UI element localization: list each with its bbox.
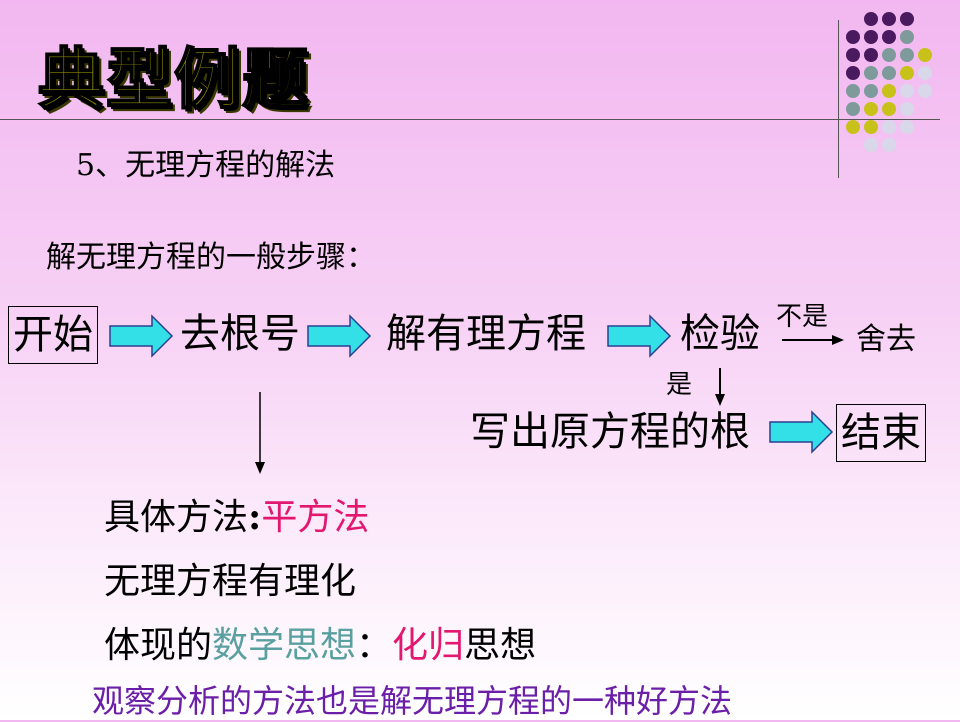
decorative-dot: [882, 138, 896, 152]
slide-subtitle: 5、无理方程的解法: [76, 148, 336, 183]
decorative-dot: [882, 30, 896, 44]
steps-heading: 解无理方程的一般步骤：: [46, 240, 376, 275]
method-reduction: 化归: [392, 625, 465, 666]
flow-arrow-2: [307, 314, 372, 358]
decorative-dot: [900, 12, 914, 26]
decorative-dot: [846, 120, 860, 134]
decorative-dot: [846, 30, 860, 44]
decorative-dot-grid: [846, 12, 950, 162]
flow-arrow-3: [607, 314, 672, 358]
method-label: 具体方法: [104, 497, 249, 538]
decorative-dot: [846, 102, 860, 116]
flow-label-no: 不是: [776, 302, 829, 332]
decorative-dot: [864, 84, 878, 98]
flow-arrow-1: [109, 314, 174, 358]
method-line-1: 具体方法:平方法: [104, 488, 369, 540]
header-divider-line: [0, 119, 940, 120]
flow-step-solve-rational: 解有理方程: [386, 311, 586, 357]
flow-arrow-yes: [715, 368, 725, 406]
decorative-dot: [882, 12, 896, 26]
flow-arrow-down-method: [255, 392, 265, 474]
flow-discard: 舍去: [856, 322, 916, 357]
header-vertical-line: [838, 20, 839, 178]
flow-label-yes: 是: [666, 370, 693, 400]
flow-arrow-no: [782, 335, 844, 345]
decorative-dot: [846, 48, 860, 62]
method-colon: :: [248, 496, 262, 538]
decorative-dot: [882, 120, 896, 134]
method-math-thinking: 数学思想: [212, 625, 357, 666]
decorative-dot: [864, 12, 878, 26]
flow-step-check: 检验: [680, 311, 760, 357]
decorative-dot: [864, 120, 878, 134]
method-line-3: 体现的数学思想：化归思想: [104, 616, 536, 668]
flow-step-remove-radical: 去根号: [180, 311, 300, 357]
decorative-dot: [918, 66, 932, 80]
decorative-dot: [864, 102, 878, 116]
flow-end-box: 结束: [836, 404, 926, 462]
method-value: 平方法: [261, 497, 370, 538]
decorative-dot: [846, 66, 860, 80]
decorative-dot: [900, 102, 914, 116]
decorative-dot: [900, 48, 914, 62]
decorative-dot: [864, 30, 878, 44]
decorative-dot: [882, 84, 896, 98]
decorative-dot: [846, 84, 860, 98]
decorative-dot: [918, 84, 932, 98]
flow-write-root: 写出原方程的根: [470, 409, 750, 455]
slide-title: 典型例题: [37, 40, 310, 119]
decorative-dot: [918, 48, 932, 62]
decorative-dot: [900, 66, 914, 80]
method-line3-suffix: 思想: [464, 625, 537, 666]
decorative-dot: [882, 66, 896, 80]
flow-arrow-4: [769, 410, 834, 454]
method-line3-prefix: 体现的: [104, 625, 213, 666]
decorative-dot: [900, 120, 914, 134]
method-line-2: 无理方程有理化: [104, 561, 357, 602]
decorative-dot: [900, 30, 914, 44]
decorative-dot: [882, 48, 896, 62]
method-line3-colon: ：: [356, 625, 393, 666]
flow-start-box: 开始: [8, 306, 98, 364]
decorative-dot: [900, 84, 914, 98]
decorative-dot: [864, 66, 878, 80]
decorative-dot: [864, 138, 878, 152]
bottom-note: 观察分析的方法也是解无理方程的一种好方法: [92, 682, 733, 720]
decorative-dot: [864, 48, 878, 62]
decorative-dot: [882, 102, 896, 116]
